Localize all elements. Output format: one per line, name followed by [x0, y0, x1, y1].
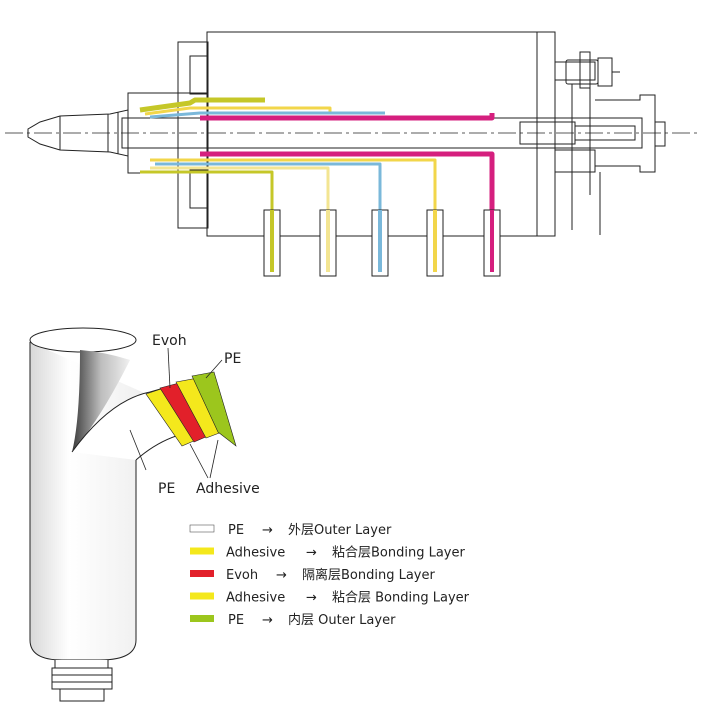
legend-arrow: → [276, 568, 287, 583]
legend-arrow: → [262, 523, 273, 538]
legend-row: Adhesive → 粘合层Bonding Layer [190, 546, 465, 561]
right-housing [554, 61, 596, 81]
legend-name: PE [228, 523, 244, 538]
channel-olive-upper [139, 97, 265, 113]
nozzle-tip [27, 109, 129, 157]
callout-line-pe-top [205, 359, 223, 379]
channel-pale-lower [150, 166, 330, 275]
legend-row: Evoh → 隔离层Bonding Layer [190, 567, 435, 583]
legend-arrow: → [306, 546, 317, 561]
legend-name: Adhesive [226, 591, 285, 606]
channel-pink-upper [200, 113, 495, 121]
tube-opening [29, 327, 137, 353]
right-nut-2 [597, 57, 613, 87]
legend-arrow: → [306, 591, 317, 606]
legend-chinese-label: 外层Outer Layer [288, 523, 392, 538]
legend-name: Evoh [226, 568, 258, 583]
right-nut-1 [579, 51, 591, 89]
legend-swatch [190, 547, 214, 555]
legend-chinese-label: 内层 Outer Layer [288, 612, 396, 628]
label-pe-top: PE [224, 351, 241, 367]
right-flange-block [536, 31, 556, 237]
die-body-block [206, 31, 538, 237]
legend-chinese-label: 粘合层 Bonding Layer [332, 591, 470, 606]
label-adhesive: Adhesive [196, 481, 260, 497]
legend-chinese-label: 粘合层Bonding Layer [332, 546, 465, 561]
layer-strip-inner-pe [191, 371, 237, 447]
right-end-cap [654, 121, 666, 147]
tube-thread [51, 667, 113, 690]
legend-swatch [190, 570, 214, 577]
legend-name: PE [228, 613, 244, 628]
label-pe-bottom: PE [158, 481, 175, 497]
tube-inner-shadow [72, 350, 130, 452]
tube-illustration: Evoh PE PE Adhesive [29, 327, 260, 702]
tube-cap-base [59, 688, 105, 702]
legend-row: Adhesive → 粘合层 Bonding Layer [190, 591, 470, 606]
label-evoh: Evoh [152, 333, 187, 349]
callout-line-adhesive-2 [209, 439, 219, 479]
callout-line-evoh [167, 347, 171, 389]
legend-swatch [189, 524, 215, 533]
channel-yellow-upper [144, 106, 332, 116]
left-flange-block [177, 41, 209, 229]
mandrel-tail [574, 125, 636, 141]
left-flange-inner-lower [189, 169, 208, 209]
channel-yellow-lower [150, 158, 437, 275]
channel-olive-lower [140, 170, 274, 275]
right-drive-housing [595, 94, 656, 173]
tube-neck [54, 660, 109, 669]
channel-blue-upper [149, 111, 385, 119]
legend-swatch [190, 592, 214, 600]
inlet-port-fills [270, 210, 494, 272]
legend-name: Adhesive [226, 546, 285, 561]
callout-line-pe-bottom [129, 429, 147, 471]
legend-row: PE → 内层 Outer Layer [190, 612, 396, 628]
callout-line-adhesive-1 [189, 443, 209, 479]
extrusion-die-head [5, 31, 700, 237]
legend-swatch [190, 615, 214, 622]
legend-row: PE → 外层Outer Layer [189, 523, 392, 538]
legend-chinese-label: 隔离层Bonding Layer [302, 567, 435, 583]
callout-lines [129, 347, 223, 479]
right-housing-lower [554, 149, 596, 173]
legend-arrow: → [262, 613, 273, 628]
left-flange-inner [189, 55, 208, 95]
